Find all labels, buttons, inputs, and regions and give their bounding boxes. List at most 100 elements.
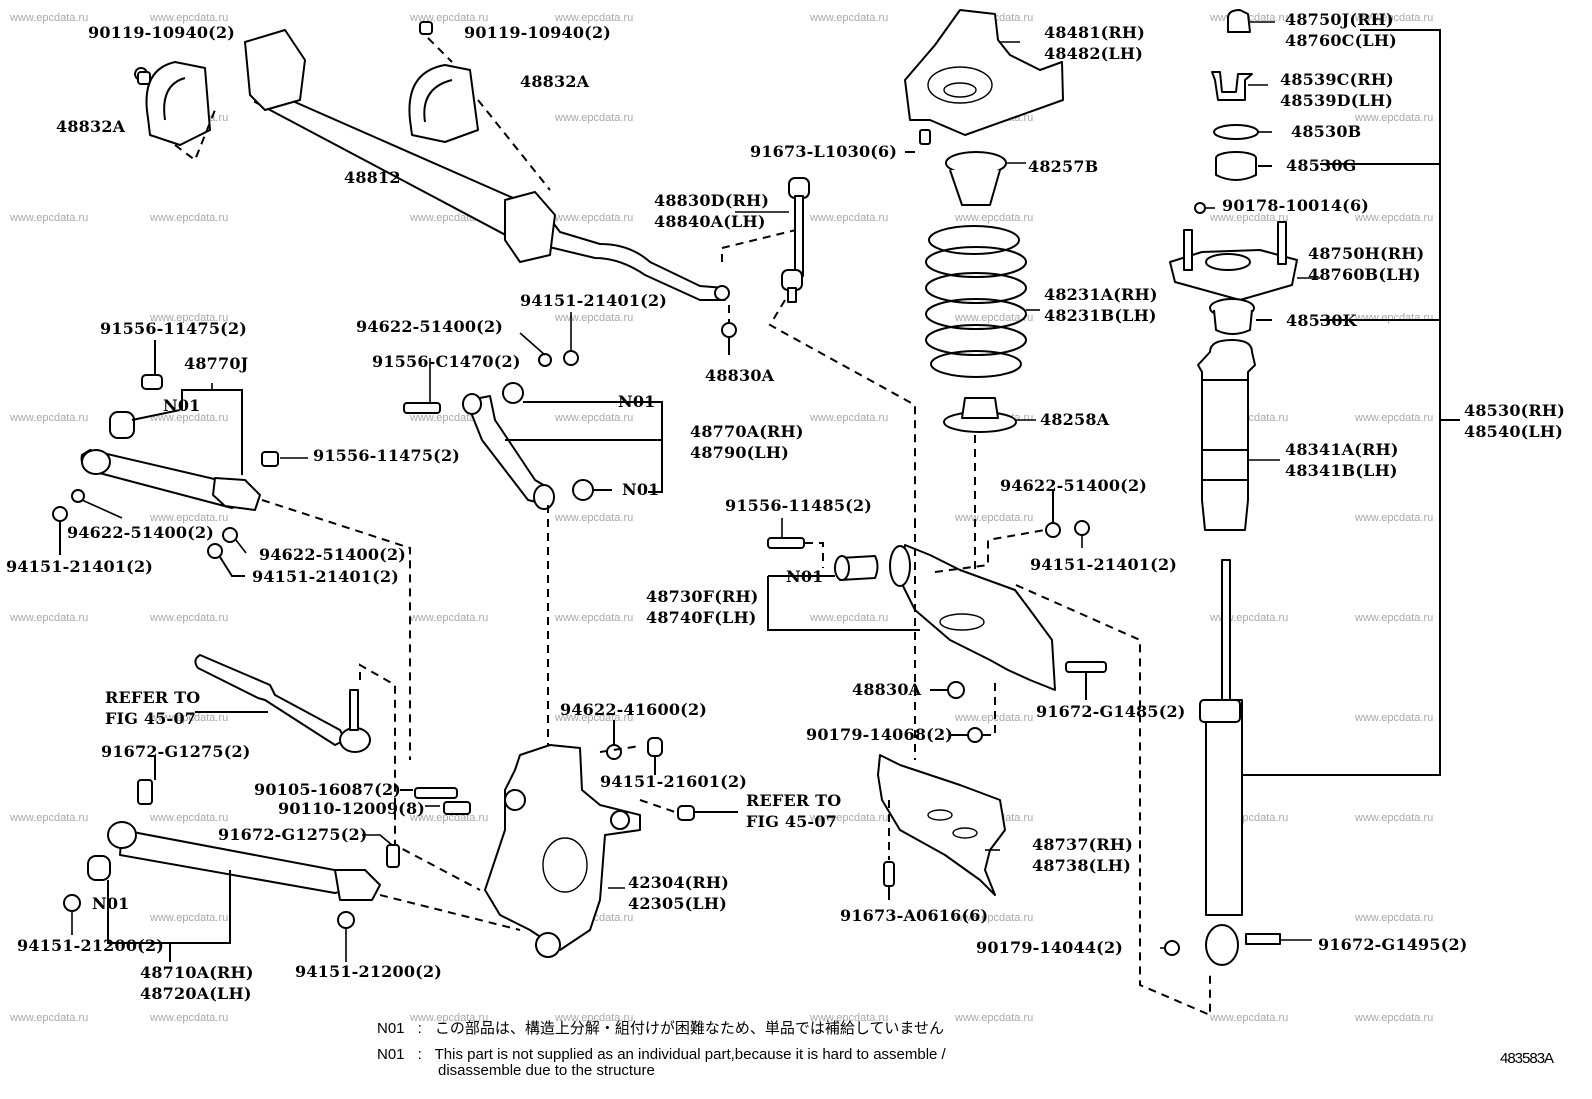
label-washer[interactable]: 48530B [1291,122,1362,141]
label-rear-arm-nut-left[interactable]: 94151-21200(2) [17,936,165,955]
label-lower-arm[interactable]: 48730F(RH) 48740F(LH) [646,586,759,628]
watermark-text: www.epcdata.ru [10,1012,89,1024]
watermark-text: www.epcdata.ru [410,12,489,24]
label-knuckle-washer[interactable]: 94622-41600(2) [560,700,708,719]
watermark-text: www.epcdata.ru [1355,1012,1434,1024]
label-rear-arm-nut-right[interactable]: 94151-21200(2) [295,962,443,981]
label-knuckle-bolt-b[interactable]: 90110-12009(8) [278,799,426,818]
label-upper-arm-bolt[interactable]: 91556-C1470(2) [372,352,521,371]
label-line-rh: 48737(RH) [1032,835,1134,854]
label-support-nut[interactable]: 90178-10014(6) [1222,196,1370,215]
label-rear-arm-bolt-right[interactable]: 91672-G1275(2) [218,825,368,844]
label-refer-to-left[interactable]: REFER TO FIG 45-07 [105,687,200,729]
label-shock-lower-bolt[interactable]: 91672-G1495(2) [1318,935,1468,954]
label-line-rh: 48830D(RH) [654,191,770,210]
label-cushion[interactable]: 48530G [1286,156,1357,175]
label-line-lh: 48231B(LH) [1044,306,1157,325]
label-rear-arm[interactable]: 48710A(RH) 48720A(LH) [140,962,254,1004]
label-lower-arm-nut[interactable]: 94151-21401(2) [1030,555,1178,574]
upper-support-drawing [904,9,1064,153]
note-english-continued: disassemble due to the structure [438,1062,655,1079]
label-rear-arm-n01[interactable]: N01 [92,894,130,913]
knuckle-drawing [400,720,738,958]
watermark-text: www.epcdata.ru [10,612,89,624]
watermark-text: www.epcdata.ru [10,412,89,424]
label-bracket[interactable]: 48539C(RH) 48539D(LH) [1280,69,1394,111]
stabilizer-bar-drawing [244,29,730,301]
watermark-text: www.epcdata.ru [1355,112,1434,124]
watermark-text: www.epcdata.ru [555,412,634,424]
label-stabilizer-bar[interactable]: 48812 [344,168,401,187]
label-line-lh: 48760B(LH) [1308,265,1421,284]
label-upper-arm-washer[interactable]: 94622-51400(2) [356,317,504,336]
label-stab-bushing-right[interactable]: 48832A [520,72,590,91]
label-lower-cover[interactable]: 48737(RH) 48738(LH) [1032,834,1133,876]
label-lower-arm-washer[interactable]: 94622-51400(2) [1000,476,1148,495]
watermark-text: www.epcdata.ru [410,412,489,424]
label-upper-support-bolt[interactable]: 91673-L1030(6) [750,142,898,161]
note-text: この部品は、構造上分解・組付けが困難なため、単品では補給していません [434,1020,944,1037]
label-upper-arm-n01-top[interactable]: N01 [618,392,656,411]
watermark-text: www.epcdata.ru [10,812,89,824]
label-toe-arm[interactable]: 48770J [184,354,249,373]
label-shock-absorber[interactable]: 48530(RH) 48540(LH) [1464,400,1565,442]
label-refer-to-right[interactable]: REFER TO FIG 45-07 [746,790,841,832]
label-upper-arm-n01-bottom[interactable]: N01 [622,480,660,499]
watermark-text: www.epcdata.ru [555,112,634,124]
watermark-text: www.epcdata.ru [955,312,1034,324]
label-lower-arm-bolt[interactable]: 91556-11485(2) [725,496,873,515]
label-spring-insulator[interactable]: 48258A [1040,410,1110,429]
note-code: N01 [377,1046,405,1063]
label-lower-arm-nut-b[interactable]: 90179-14068(2) [806,725,954,744]
label-bound-stopper[interactable]: 48530K [1286,311,1357,330]
label-shock-lower-nut[interactable]: 90179-14044(2) [976,938,1124,957]
label-lower-arm-bolt-right[interactable]: 91672-G1485(2) [1036,702,1186,721]
watermark-text: www.epcdata.ru [555,312,634,324]
label-lower-arm-n01[interactable]: N01 [786,567,824,586]
label-upper-arm-nut[interactable]: 94151-21401(2) [520,291,668,310]
label-toe-arm-n01[interactable]: N01 [163,396,201,415]
stabilizer-bushing-left-drawing [134,61,211,146]
label-toe-arm-nut-right[interactable]: 94151-21401(2) [252,567,400,586]
label-line-lh: 48720A(LH) [140,984,252,1003]
coil-spring-drawing [925,225,1040,378]
label-coil-spring[interactable]: 48231A(RH) 48231B(LH) [1044,284,1158,326]
note-separator: : [417,1046,422,1063]
label-knuckle[interactable]: 42304(RH) 42305(LH) [628,872,729,914]
label-shock-nut[interactable]: 48750J(RH) 48760C(LH) [1285,9,1397,51]
label-upper-support[interactable]: 48481(RH) 48482(LH) [1044,22,1145,64]
watermark-text: www.epcdata.ru [955,212,1034,224]
label-toe-arm-washer-right[interactable]: 94622-51400(2) [259,545,407,564]
note-separator: : [417,1020,422,1037]
label-lower-arm-nut-a[interactable]: 48830A [852,680,922,699]
label-stab-bolt-right[interactable]: 90119-10940(2) [464,23,612,42]
watermark-text: www.epcdata.ru [150,712,229,724]
label-stab-bushing-left[interactable]: 48832A [56,117,126,136]
label-line-lh: 48760C(LH) [1285,31,1397,50]
label-rear-arm-bolt-top[interactable]: 91672-G1275(2) [101,742,251,761]
label-stabilizer-link[interactable]: 48830D(RH) 48840A(LH) [654,190,769,232]
label-line-lh: 48790(LH) [690,443,789,462]
label-knuckle-nut[interactable]: 94151-21601(2) [600,772,748,791]
label-spring-bumper[interactable]: 48257B [1028,157,1099,176]
label-toe-arm-nut-left[interactable]: 94151-21401(2) [6,557,154,576]
spring-bumper-drawing [945,151,1026,206]
label-upper-arm[interactable]: 48770A(RH) 48790(LH) [690,421,804,463]
label-toe-arm-bolt-right[interactable]: 91556-11475(2) [313,446,461,465]
label-knuckle-bolt[interactable]: 90105-16087(2) [254,780,402,799]
label-cover-bolt[interactable]: 91673-A0616(6) [840,906,989,925]
watermark-text: www.epcdata.ru [810,1012,889,1024]
label-stab-link-nut[interactable]: 48830A [705,366,775,385]
label-shock-support[interactable]: 48750H(RH) 48760B(LH) [1308,243,1424,285]
watermark-text: www.epcdata.ru [410,612,489,624]
label-line-lh: 48738(LH) [1032,856,1131,875]
label-line-2: FIG 45-07 [105,709,197,728]
label-stab-bolt-left[interactable]: 90119-10940(2) [88,23,236,42]
label-line-2: FIG 45-07 [746,812,838,831]
label-toe-arm-washer-left[interactable]: 94622-51400(2) [67,523,215,542]
label-line-rh: 48710A(RH) [140,963,254,982]
label-toe-arm-bolt-top[interactable]: 91556-11475(2) [100,319,248,338]
watermark-text: www.epcdata.ru [10,212,89,224]
label-dust-boot[interactable]: 48341A(RH) 48341B(LH) [1285,439,1399,481]
